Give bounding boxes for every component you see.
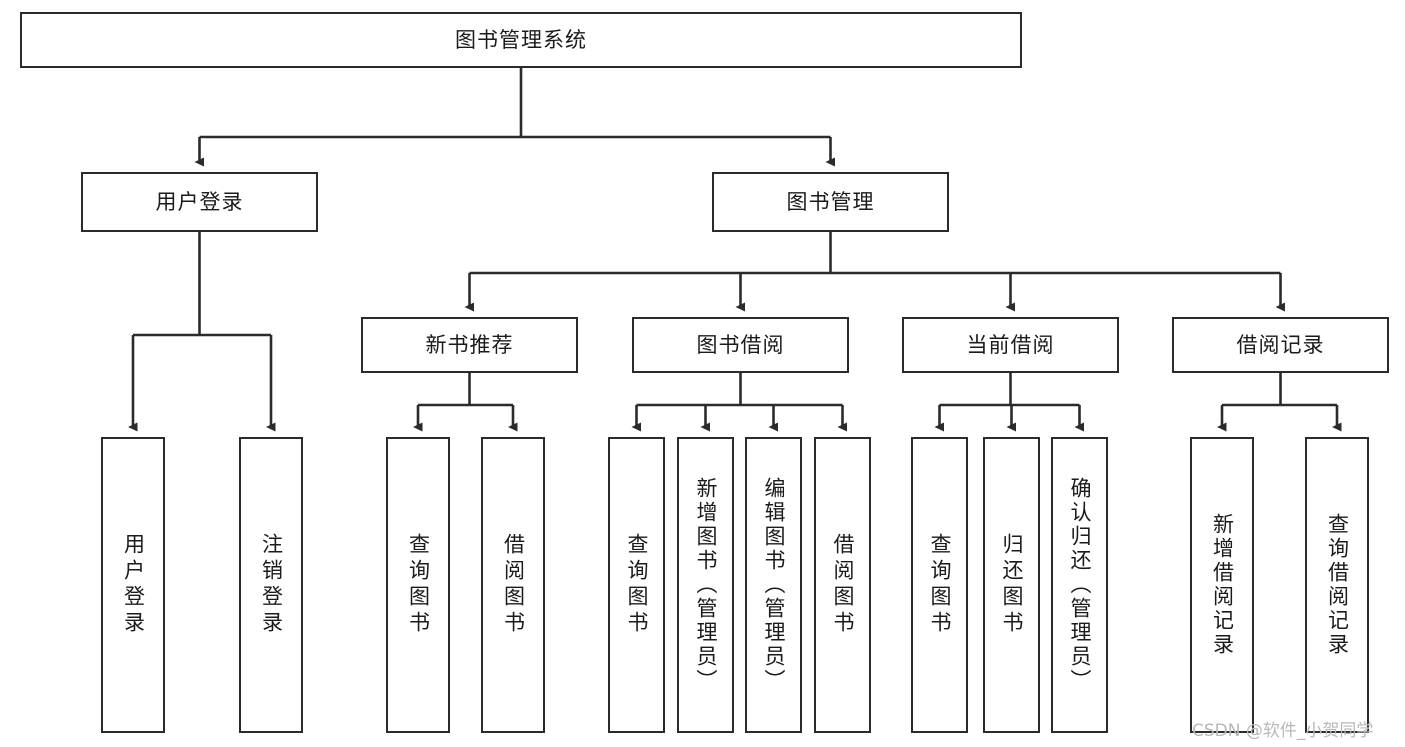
node-current[interactable]: 当前借阅 [902, 317, 1119, 373]
node-label: 用户登录 [155, 189, 244, 214]
node-root[interactable]: 图书管理系统 [20, 12, 1022, 68]
node-label: 借阅图书 [831, 533, 855, 637]
node-login[interactable]: 用户登录 [81, 172, 318, 232]
node-n2[interactable]: 借阅图书 [481, 437, 545, 733]
node-label: 用户登录 [121, 533, 146, 637]
node-b2[interactable]: 新增图书（管理员） [677, 437, 734, 733]
node-n1[interactable]: 查询图书 [386, 437, 450, 733]
node-label: 归还图书 [1000, 533, 1024, 637]
node-label: 新增借阅记录 [1210, 513, 1235, 657]
node-b3[interactable]: 编辑图书（管理员） [745, 437, 802, 733]
node-label: 确认归还（管理员） [1068, 477, 1092, 693]
node-l2[interactable]: 注销登录 [239, 437, 303, 733]
node-records[interactable]: 借阅记录 [1172, 317, 1389, 373]
node-c3[interactable]: 确认归还（管理员） [1051, 437, 1108, 733]
edge-layer [128, 68, 1342, 432]
node-b1[interactable]: 查询图书 [608, 437, 665, 733]
node-borrow[interactable]: 图书借阅 [632, 317, 849, 373]
node-label: 查询图书 [625, 533, 649, 637]
node-label: 新增图书（管理员） [694, 477, 718, 693]
node-c2[interactable]: 归还图书 [983, 437, 1040, 733]
node-label: 注销登录 [259, 533, 284, 637]
node-r1[interactable]: 新增借阅记录 [1190, 437, 1254, 733]
node-label: 借阅图书 [501, 533, 526, 637]
node-label: 图书借阅 [696, 332, 785, 357]
node-b4[interactable]: 借阅图书 [814, 437, 871, 733]
node-label: 查询图书 [928, 533, 952, 637]
node-label: 图书管理 [786, 189, 875, 214]
node-c1[interactable]: 查询图书 [911, 437, 968, 733]
node-label: 新书推荐 [425, 332, 514, 357]
node-label: 图书管理系统 [455, 27, 587, 52]
node-label: 编辑图书（管理员） [762, 477, 786, 693]
node-r2[interactable]: 查询借阅记录 [1305, 437, 1369, 733]
node-bookmgmt[interactable]: 图书管理 [712, 172, 949, 232]
node-label: 查询图书 [406, 533, 431, 637]
node-label: 当前借阅 [966, 332, 1055, 357]
node-label: 查询借阅记录 [1325, 513, 1350, 657]
node-l1[interactable]: 用户登录 [101, 437, 165, 733]
node-label: 借阅记录 [1236, 332, 1325, 357]
node-newbook[interactable]: 新书推荐 [361, 317, 578, 373]
